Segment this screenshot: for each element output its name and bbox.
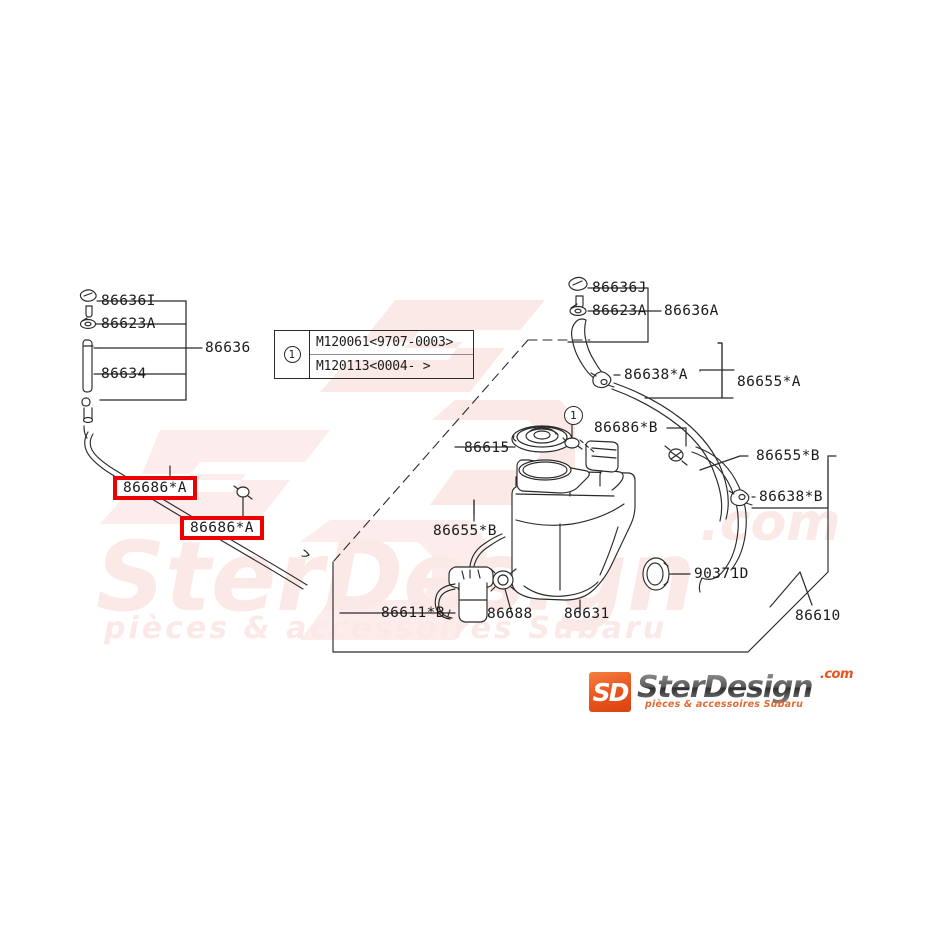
part-86686a-hose (84, 431, 310, 590)
highlighted-label-text: 86686*A (123, 480, 187, 496)
label-86615: 86615 (464, 440, 510, 456)
label-86631: 86631 (564, 606, 610, 622)
part-86655b-hose-left (434, 533, 506, 620)
label-86636i: 86636I (101, 293, 156, 309)
label-86623a-right: 86623A (592, 303, 647, 319)
label-86611b: 86611*B (381, 605, 445, 621)
label-86636: 86636 (205, 340, 251, 356)
sterdesign-logo-dotcom: .com (819, 667, 854, 682)
label-86655a: 86655*A (737, 374, 801, 390)
part-86631-reservoir (511, 469, 636, 601)
sterdesign-logo[interactable]: SD SterDesign .com pièces & accessoires … (589, 667, 854, 716)
label-86638a: 86638*A (624, 367, 688, 383)
note-index-circle: 1 (283, 346, 301, 363)
label-86638b: 86638*B (759, 489, 823, 505)
note-row-2: M120113<0004- > (316, 359, 431, 374)
label-86634: 86634 (101, 366, 147, 382)
label-86636a: 86636A (664, 303, 719, 319)
leader-86686b (666, 427, 687, 447)
note-table-rows: M120061<9707-0003> M120113<0004- > (310, 331, 473, 378)
highlighted-part-86686a-2[interactable]: 86686*A (180, 516, 264, 540)
label-86686b: 86686*B (594, 420, 658, 436)
sterdesign-logo-mark: SD (589, 672, 631, 712)
part-86688-grommet (490, 568, 517, 592)
part-86638b-joint (728, 489, 753, 507)
part-86634-connector (81, 397, 94, 439)
part-86655a-hose (611, 382, 729, 522)
part-86636-nozzle-body (82, 339, 94, 393)
highlighted-part-86686a-1[interactable]: 86686*A (113, 476, 197, 500)
label-86610: 86610 (795, 608, 841, 624)
part-callout-1-valve (562, 437, 583, 450)
note-row-1: M120061<9707-0003> (310, 331, 473, 355)
label-86655b-right: 86655*B (756, 448, 820, 464)
sterdesign-logo-tagline: pièces & accessoires Subaru (645, 699, 804, 710)
part-86686b-clip (664, 445, 688, 466)
label-86688: 86688 (487, 606, 533, 622)
leader-86688 (504, 588, 513, 615)
part-86623a-grommet-right (569, 303, 587, 317)
watermark-tagline: pièces & accessoires Subaru (103, 611, 667, 646)
leader-86610 (799, 571, 813, 606)
part-86636j-nozzle (568, 276, 588, 309)
logo-mark-text: SD (592, 677, 630, 707)
boundary-dashed (332, 339, 591, 563)
part-86636i-nozzle (79, 289, 97, 318)
bracket-86655a (644, 342, 735, 399)
label-90371d: 90371D (694, 566, 749, 582)
highlighted-label-text: 86686*A (190, 520, 254, 536)
part-90371d-grommet (642, 557, 670, 591)
bracket-86636 (99, 300, 203, 401)
note-table-key: 1 (275, 331, 310, 378)
label-86655b-left: 86655*B (433, 523, 497, 539)
sterdesign-logo-word: SterDesign (637, 670, 814, 705)
bracket-86655b-right (699, 455, 837, 509)
note-table: 1 M120061<9707-0003> M120113<0004- > (274, 330, 474, 379)
part-tank-sensor-bracket (585, 440, 619, 473)
leader-callout-1b (579, 439, 595, 453)
part-86638a-joint (590, 371, 615, 389)
part-86623a-grommet-left (79, 317, 97, 330)
part-tank-filler-neck (516, 459, 590, 494)
label-86636j: 86636J (592, 280, 647, 296)
part-86615-cap (511, 425, 573, 453)
watermark-dotcom: .com (700, 493, 841, 553)
part-86636a-hose-segment (571, 318, 606, 379)
part-86611b-pump (448, 566, 494, 623)
label-86623a-left: 86623A (101, 316, 156, 332)
part-86686a-clip (233, 485, 253, 500)
callout-marker-1: 1 (564, 406, 583, 425)
